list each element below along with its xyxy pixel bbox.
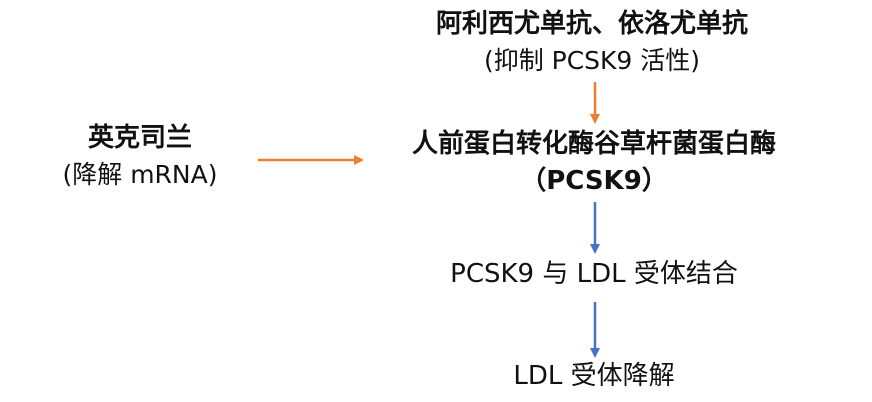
top-drug-subtitle: (抑制 PCSK9 活性): [483, 45, 701, 75]
binding-step-label: PCSK9 与 LDL 受体结合: [450, 259, 738, 289]
center-enzyme-subtitle: （PCSK9）: [520, 165, 668, 196]
left-drug-node: 英克司兰 (降解 mRNA): [30, 122, 250, 190]
left-drug-subtitle: (降解 mRNA): [62, 159, 218, 189]
top-drug-title: 阿利西尤单抗、依洛尤单抗: [435, 9, 748, 39]
degradation-step-node: LDL 受体降解: [444, 360, 744, 393]
top-drug-node: 阿利西尤单抗、依洛尤单抗 (抑制 PCSK9 活性): [372, 8, 812, 76]
binding-step-node: PCSK9 与 LDL 受体结合: [394, 258, 794, 291]
center-enzyme-title: 人前蛋白转化酶谷草杆菌蛋白酶: [411, 129, 776, 159]
center-enzyme-node: 人前蛋白转化酶谷草杆菌蛋白酶 （PCSK9）: [364, 128, 824, 197]
degradation-step-label: LDL 受体降解: [513, 361, 675, 391]
left-drug-title: 英克司兰: [87, 123, 192, 153]
